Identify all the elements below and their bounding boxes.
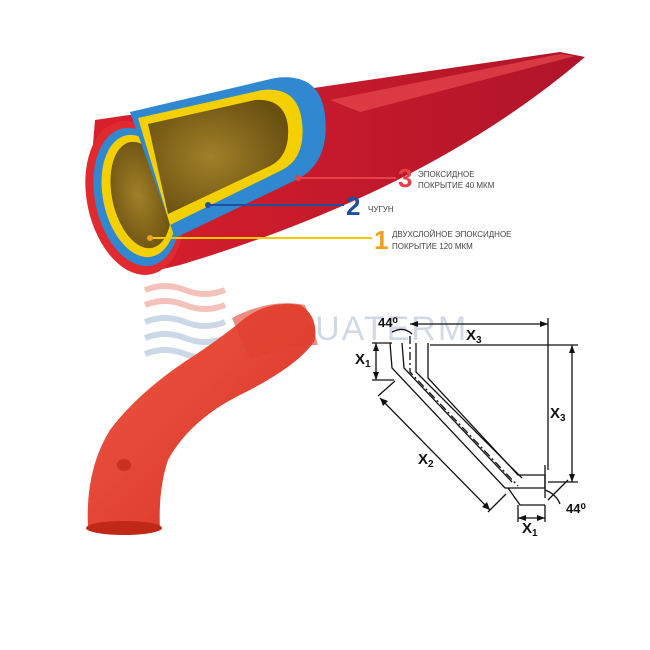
layer-text-1-line1: ДВУХСЛОЙНОЕ ЭПОКСИДНОЕ [392, 230, 512, 239]
watermark-waves-icon [143, 283, 227, 361]
dim-x3-right-label: X3 [550, 405, 566, 424]
layer-text-3-line1: ЭПОКСИДНОЕ [418, 170, 475, 179]
leader-lines [147, 175, 396, 241]
layer-label-2: 2 ЧУГУН [346, 191, 394, 221]
fitting-3d [86, 303, 318, 535]
fitting-boss [117, 459, 131, 471]
drawing-outline-inner [401, 342, 513, 483]
layer-text-2-line1: ЧУГУН [368, 205, 394, 214]
drawing-outline-2 [415, 343, 523, 479]
technical-drawing [372, 318, 578, 522]
fitting-bottom-opening [86, 521, 162, 535]
dimension-arrows [373, 321, 575, 521]
layer-number-2: 2 [346, 191, 360, 221]
leader-dot-1 [147, 235, 153, 241]
drawing-centerline [409, 336, 519, 487]
angle-bottom-label: 44⁰ [566, 501, 586, 516]
angle-bottom-leader [547, 479, 569, 501]
layer-number-3: 3 [398, 163, 412, 193]
dim-x3-top-label: X3 [466, 327, 482, 346]
leader-dot-3 [295, 175, 301, 181]
fitting-body [87, 303, 316, 534]
fitting-top-socket [232, 303, 318, 360]
angle-bottom-arc [544, 489, 561, 505]
pipe-highlight [330, 54, 575, 112]
dim-x1-bottom-label: X1 [522, 520, 538, 539]
layer-label-1: 1 ДВУХСЛОЙНОЕ ЭПОКСИДНОЕ ПОКРЫТИЕ 120 МК… [374, 225, 512, 255]
layer-text-3-line2: ПОКРЫТИЕ 40 МКМ [418, 181, 495, 190]
leader-dot-2 [205, 202, 211, 208]
cutaway-olive-bore [148, 99, 289, 214]
angle-top-label: 44⁰ [378, 315, 398, 330]
dim-x2-ext-top [377, 380, 396, 397]
cutaway-pipe [85, 52, 585, 275]
dimension-labels: 44⁰ X3 X1 X3 X2 X1 44⁰ [355, 315, 586, 539]
dim-x2-label: X2 [418, 451, 434, 470]
drawing-bottom-wedge [507, 487, 545, 506]
dim-x2-line [379, 397, 491, 511]
dim-x2-ext-bottom [487, 493, 507, 513]
angle-top-arc [391, 328, 413, 335]
layer-label-3: 3 ЭПОКСИДНОЕ ПОКРЫТИЕ 40 МКМ [398, 163, 495, 193]
dim-x1-left-label: X1 [355, 351, 371, 370]
layer-text-1-line2: ПОКРЫТИЕ 120 МКМ [392, 242, 473, 251]
drawing-outline [389, 342, 546, 489]
layer-number-1: 1 [374, 225, 388, 255]
